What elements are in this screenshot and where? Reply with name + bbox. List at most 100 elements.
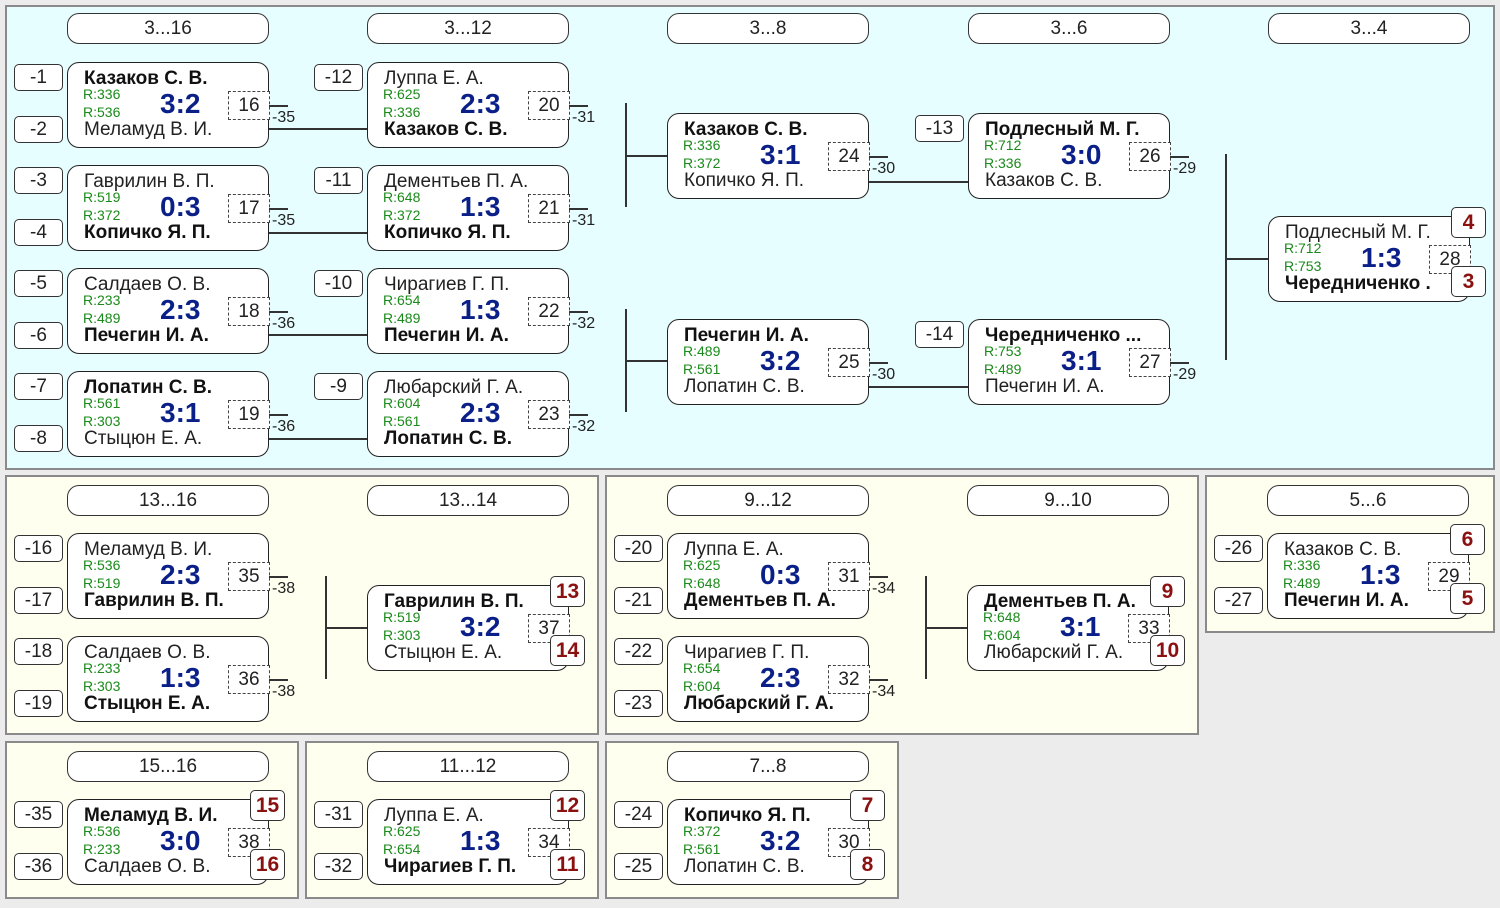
connector-line [1170,156,1189,158]
source-slot-top: -24 [614,801,663,828]
player-top-rating: R:648 [383,189,421,205]
match-number: 35 [228,562,270,591]
player-top-name: Чирагиев Г. П. [684,642,810,663]
match-number: 34 [528,828,570,857]
source-slot-bottom: -21 [614,587,663,614]
match-number: 21 [528,194,570,223]
player-top-name: Дементьев П. А. [384,171,529,192]
loser-destination: -36 [272,315,296,332]
player-bottom-rating: R:489 [1283,575,1321,591]
connector-line [1225,154,1227,360]
player-top-name: Подлесный М. Г. [985,119,1140,140]
match-score: 3:1 [160,397,201,428]
connector-line [269,232,367,234]
round-header: 3...16 [67,13,269,44]
loser-destination: -34 [872,580,896,597]
loser-destination: -38 [272,683,296,700]
match-score: 2:3 [160,559,201,590]
player-top-name: Копичко Я. П. [684,805,811,826]
source-slot-top: -18 [14,638,63,665]
player-bottom-name: Копичко Я. П. [384,222,511,243]
match-number: 37 [528,614,570,643]
match-score: 3:2 [760,825,801,856]
match-score: 2:3 [760,662,801,693]
connector-line [569,414,588,416]
player-top-rating: R:654 [683,660,721,676]
round-header: 11...12 [367,751,569,782]
player-bottom-name: Салдаев О. В. [84,856,211,877]
player-top-name: Лопатин С. В. [84,377,212,398]
match-number: 20 [528,91,570,120]
source-slot-bottom: -36 [14,853,63,880]
place-badge-top: 12 [550,790,585,821]
player-bottom-rating: R:604 [983,627,1021,643]
loser-destination: -36 [272,418,296,435]
source-slot-top: -11 [314,167,363,194]
player-top-rating: R:712 [984,137,1022,153]
player-top-name: Печегин И. А. [684,325,809,346]
loser-destination: -38 [272,580,296,597]
player-bottom-rating: R:303 [383,627,421,643]
player-top-rating: R:489 [683,343,721,359]
loser-destination: -29 [1173,366,1197,383]
connector-line [869,679,888,681]
loser-destination: -31 [572,212,596,229]
place-badge-top: 9 [1150,576,1185,607]
match-number: 28 [1429,245,1471,274]
player-top-rating: R:336 [83,86,121,102]
match-score: 1:3 [460,191,501,222]
match-score: 3:2 [760,345,801,376]
player-top-name: Чирагиев Г. П. [384,274,510,295]
source-slot-bottom: -19 [14,690,63,717]
connector-line [869,156,888,158]
connector-line [269,679,288,681]
match-score: 1:3 [460,825,501,856]
match-score: 3:1 [1061,345,1102,376]
round-header: 13...14 [367,485,569,516]
player-top-name: Подлесный М. Г. [1285,222,1431,243]
source-slot-top: -12 [314,64,363,91]
connector-line [269,105,288,107]
match-score: 3:1 [760,139,801,170]
player-top-name: Салдаев О. В. [84,642,211,663]
place-badge-bottom: 11 [550,849,585,880]
player-bottom-name: Печегин И. А. [84,325,209,346]
match-number: 18 [228,297,270,326]
player-top-rating: R:625 [383,823,421,839]
round-header: 13...16 [67,485,269,516]
source-slot-bottom: -17 [14,587,63,614]
player-top-name: Любарский Г. А. [384,377,524,398]
place-badge-top: 7 [850,790,885,821]
place-badge-top: 15 [250,790,285,821]
round-header: 3...4 [1268,13,1470,44]
player-top-rating: R:336 [1283,557,1321,573]
round-header: 9...10 [967,485,1169,516]
player-bottom-rating: R:489 [383,310,421,326]
player-bottom-name: Меламуд В. И. [84,119,213,140]
match-score: 0:3 [760,559,801,590]
